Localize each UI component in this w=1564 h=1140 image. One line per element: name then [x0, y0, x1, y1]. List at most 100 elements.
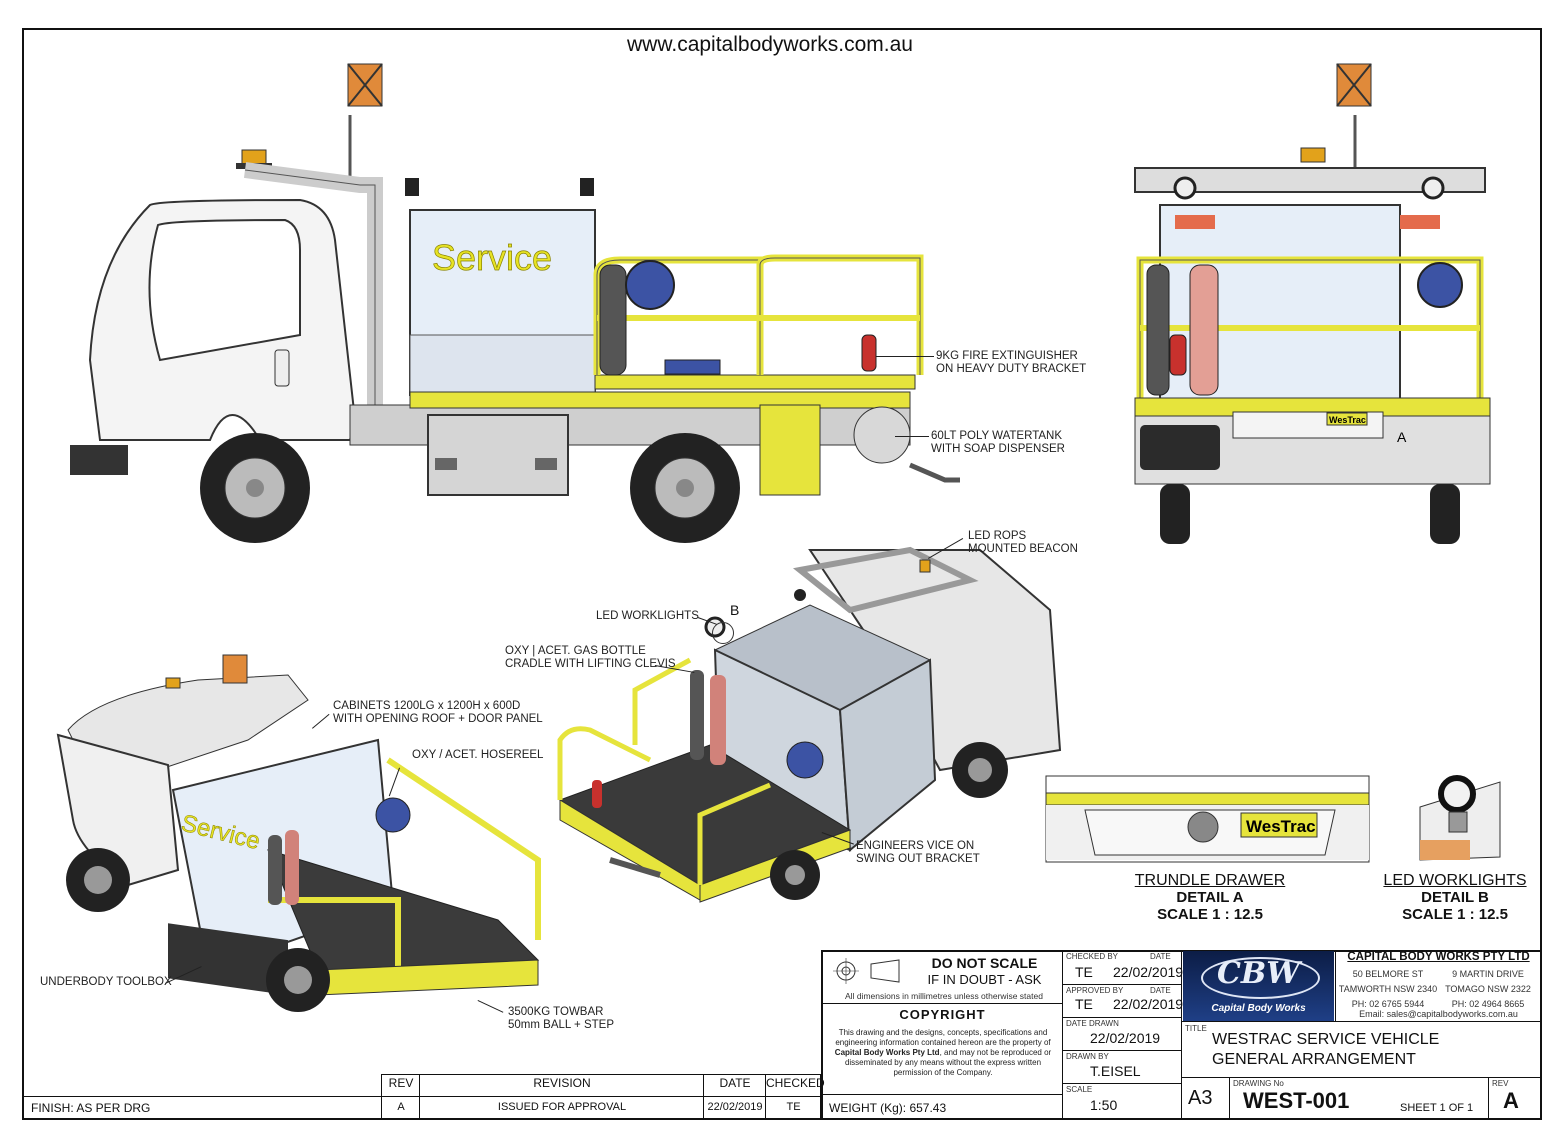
leader-line — [895, 436, 929, 437]
warning-flag-icon-rear — [1336, 63, 1372, 107]
if-in-doubt: IF IN DOUBT - ASK — [927, 972, 1042, 987]
beacon-icon-iso — [919, 559, 931, 573]
scale-value: 1:50 — [1090, 1097, 1118, 1113]
rear-view-drawing: WesTrac A — [1134, 63, 1491, 544]
drawing-title: WESTRAC SERVICE VEHICLE GENERAL ARRANGEM… — [1212, 1030, 1439, 1070]
callout-gas-bottle: OXY | ACET. GAS BOTTLE CRADLE WITH LIFTI… — [505, 645, 676, 670]
hosereel-icon-iso — [375, 797, 411, 833]
detail-b-title: LED WORKLIGHTS DETAIL B SCALE 1 : 12.5 — [1375, 872, 1535, 923]
beacon-icon — [241, 149, 267, 165]
detail-a-label: DETAIL A — [1176, 889, 1244, 906]
date-header: DATE — [719, 1076, 751, 1090]
callout-cabinets: CABINETS 1200LG x 1200H x 600D WITH OPEN… — [333, 700, 543, 725]
copyright-text-1: This drawing and the designs, concepts, … — [835, 1028, 1051, 1047]
scale-label: SCALE — [1066, 1085, 1093, 1094]
hosereel-icon — [625, 260, 675, 310]
logo-text: CBW — [1217, 956, 1300, 991]
projection-symbol-icon — [833, 958, 900, 984]
addr2-line2: TOMAGO NSW 2322 — [1445, 984, 1531, 994]
weight: WEIGHT (Kg): 657.43 — [829, 1101, 947, 1115]
vice-icon — [664, 359, 721, 375]
drawing-number: WEST-001 — [1243, 1088, 1350, 1113]
fire-extinguisher-icon — [861, 334, 877, 372]
drawing-no-label: DRAWING No — [1233, 1079, 1284, 1088]
rev-row-checked: TE — [786, 1101, 801, 1113]
date-drawn: 22/02/2019 — [1090, 1030, 1161, 1046]
detail-b-label: DETAIL B — [1421, 889, 1489, 906]
westrac-badge-rear: WesTrac — [1329, 415, 1366, 425]
addr2-phone: PH: 02 4964 8665 — [1451, 999, 1525, 1009]
copyright-text: This drawing and the designs, concepts, … — [827, 1028, 1059, 1078]
detail-a-title: TRUNDLE DRAWER DETAIL A SCALE 1 : 12.5 — [1120, 872, 1300, 923]
callout-towbar: 3500KG TOWBAR 50mm BALL + STEP — [508, 1006, 614, 1031]
detail-a-scale: SCALE 1 : 12.5 — [1157, 906, 1263, 923]
do-not-scale: DO NOT SCALE — [931, 955, 1038, 971]
title-label: TITLE — [1185, 1024, 1207, 1033]
leader-line — [876, 356, 934, 357]
revision-header: REVISION — [533, 1076, 591, 1090]
logo-tagline: Capital Body Works — [1211, 1003, 1306, 1014]
rev-row-rev: A — [397, 1101, 405, 1113]
approved-date: 22/02/2019 — [1113, 996, 1184, 1012]
rev-label: REV — [1492, 1079, 1509, 1088]
callout-fire-extinguisher: 9KG FIRE EXTINGUISHER ON HEAVY DUTY BRAC… — [936, 350, 1087, 375]
checked-date-label: DATE — [1150, 952, 1171, 961]
detail-b-marker: B — [730, 602, 740, 618]
warning-flag-icon — [347, 63, 383, 107]
callout-beacon: LED ROPS MOUNTED BEACON — [968, 530, 1078, 555]
callout-watertank: 60LT POLY WATERTANK WITH SOAP DISPENSER — [931, 430, 1065, 455]
worklight-icon — [405, 178, 419, 196]
address-tomago: 9 MARTIN DRIVE TOMAGO NSW 2322 PH: 02 49… — [1438, 967, 1538, 1012]
iso-view-left-drawing: Service — [56, 654, 541, 1012]
detail-a-marker: A — [1397, 429, 1407, 445]
hosereel-icon-iso2 — [786, 741, 824, 779]
addr1-line2: TAMWORTH NSW 2340 — [1338, 984, 1438, 994]
rev-row-date: 22/02/2019 — [707, 1101, 763, 1113]
detail-b-circle — [712, 622, 734, 644]
date-drawn-label: DATE DRAWN — [1066, 1019, 1119, 1028]
cbw-logo: CBW Capital Body Works — [1183, 951, 1334, 1021]
title-line-2: GENERAL ARRANGEMENT — [1212, 1051, 1416, 1068]
westrac-badge-detail: WesTrac — [1246, 817, 1316, 836]
copyright-text-2: , and may not be reproduced or dissemina… — [844, 1048, 1052, 1077]
copyright-company: Capital Body Works Pty Ltd — [834, 1048, 940, 1057]
beacon-icon-rear — [1300, 147, 1326, 163]
drawn-by: T.EISEL — [1090, 1063, 1141, 1079]
checked-date: 22/02/2019 — [1113, 964, 1184, 980]
addr1-line1: 50 BELMORE ST — [1352, 969, 1424, 979]
rev-row-revision: ISSUED FOR APPROVAL — [497, 1101, 627, 1113]
rev-header: REV — [388, 1076, 414, 1090]
addr1-phone: PH: 02 6765 5944 — [1351, 999, 1425, 1009]
company-name: CAPITAL BODY WORKS PTY LTD — [1347, 951, 1530, 963]
front-wheel-icon — [200, 433, 310, 543]
checked-header: CHECKED — [766, 1076, 825, 1090]
detail-b-name: LED WORKLIGHTS — [1383, 872, 1527, 889]
detail-b-drawing — [1419, 775, 1501, 861]
address-tamworth: 50 BELMORE ST TAMWORTH NSW 2340 PH: 02 6… — [1338, 967, 1438, 1012]
callout-hosereel: OXY / ACET. HOSEREEL — [412, 749, 544, 761]
worklight-detail-icon — [1438, 775, 1476, 813]
finish-cell: FINISH: AS PER DRG — [22, 1096, 382, 1120]
drawn-by-label: DRAWN BY — [1066, 1052, 1109, 1061]
title-line-1: WESTRAC SERVICE VEHICLE — [1212, 1031, 1440, 1048]
checked-by: TE — [1075, 964, 1093, 980]
side-view-drawing: Service — [70, 63, 960, 543]
checked-by-label: CHECKED BY — [1066, 952, 1119, 961]
rear-wheel-icon — [630, 433, 740, 543]
rev-value: A — [1503, 1088, 1519, 1113]
service-lettering-side: Service — [432, 237, 552, 278]
toolbox-icon — [427, 414, 569, 496]
copyright-title: COPYRIGHT — [899, 1007, 986, 1022]
approved-by: TE — [1075, 996, 1093, 1012]
detail-a-name: TRUNDLE DRAWER — [1134, 872, 1286, 889]
approved-date-label: DATE — [1150, 986, 1171, 995]
revision-table — [381, 1074, 821, 1120]
sheet-number: SHEET 1 OF 1 — [1400, 1102, 1474, 1114]
addr2-line1: 9 MARTIN DRIVE — [1452, 969, 1524, 979]
callout-toolbox: UNDERBODY TOOLBOX — [40, 976, 172, 988]
sheet-size: A3 — [1188, 1087, 1213, 1109]
callout-vice: ENGINEERS VICE ON SWING OUT BRACKET — [856, 840, 980, 865]
detail-a-drawing: WesTrac — [1045, 775, 1370, 863]
approved-by-label: APPROVED BY — [1066, 986, 1124, 995]
detail-b-scale: SCALE 1 : 12.5 — [1402, 906, 1508, 923]
